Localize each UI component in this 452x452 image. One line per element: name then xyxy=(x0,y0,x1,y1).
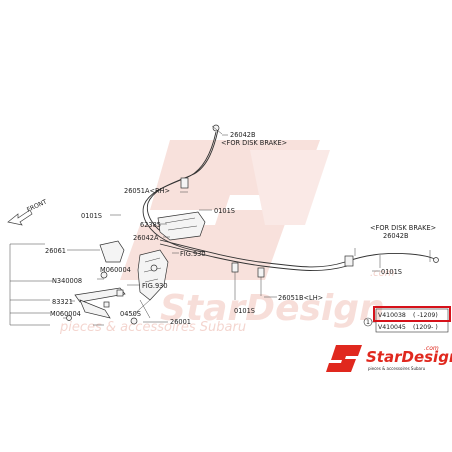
callout-number: 1 xyxy=(366,319,370,326)
nut-n340008 xyxy=(100,271,108,279)
stardesign-logo: StarDesign .com pieces & accessoires Sub… xyxy=(326,345,452,372)
label-0450s: 0450S xyxy=(120,310,141,318)
label-m060004-a: M060004 xyxy=(100,266,131,274)
part-26001 xyxy=(130,317,138,325)
version-row1-code: V410038 xyxy=(378,312,406,319)
label-26042b-right: 26042B xyxy=(383,232,409,240)
logo-com: .com xyxy=(424,345,439,352)
version-table: 1 V410038 ( -1209) V410045 (1209- ) xyxy=(363,306,451,333)
label-26051a: 26051A<RH> xyxy=(124,187,170,195)
watermark-brand: StarDesign xyxy=(160,288,385,329)
part-0450s xyxy=(103,301,110,308)
label-0101s-a: 0101S xyxy=(214,207,235,215)
label-n340008: N340008 xyxy=(52,277,82,285)
front-arrow-icon xyxy=(7,209,33,226)
lever-body xyxy=(137,249,169,301)
label-fig930-a: FIG.930 xyxy=(180,250,206,258)
bolt-m060004-a xyxy=(116,289,124,297)
label-fig930-b: FIG.930 xyxy=(142,282,168,290)
lever-grip xyxy=(99,240,125,263)
label-0101s-b: 0101S xyxy=(81,212,102,220)
label-for-disk-right: <FOR DISK BRAKE> xyxy=(370,224,436,232)
version-row2-range: (1209- ) xyxy=(413,324,438,331)
watermark-com: .com xyxy=(370,268,395,279)
label-26051b: 26051B<LH> xyxy=(278,294,323,302)
logo-tagline: pieces & accessoires Subaru xyxy=(368,366,426,371)
logo-text: StarDesign xyxy=(366,348,452,366)
version-row2-code: V410045 xyxy=(378,324,406,331)
clip-0101s-c xyxy=(231,262,239,273)
label-0101s-right: 0101S xyxy=(381,268,402,276)
cable-end-top xyxy=(212,124,220,132)
label-front: FRONT xyxy=(26,198,48,213)
clip-right xyxy=(344,255,354,267)
watermark-tagline: pieces & accessoires Subaru xyxy=(59,320,246,335)
logo-emblem-icon xyxy=(326,345,362,372)
label-83321: 83321 xyxy=(52,298,73,306)
label-for-disk-top: <FOR DISK BRAKE> xyxy=(221,139,287,147)
label-26042a: 26042A xyxy=(133,234,159,242)
watermark-logo xyxy=(120,140,330,280)
highlight-box xyxy=(373,306,451,322)
label-0101s-c: 0101S xyxy=(234,307,255,315)
version-row1-range: ( -1209) xyxy=(413,312,438,319)
clip-0101s-a xyxy=(180,177,189,189)
lh-cable xyxy=(159,239,439,268)
lever-handle xyxy=(74,287,126,303)
label-m060004-b: M060004 xyxy=(50,310,81,318)
label-26042b-top: 26042B xyxy=(230,131,256,139)
rh-cable xyxy=(142,131,217,253)
label-26061: 26061 xyxy=(45,247,66,255)
label-62385: 62385 xyxy=(140,221,161,229)
equalizer-bracket xyxy=(157,211,206,241)
label-26001: 26001 xyxy=(170,318,191,326)
